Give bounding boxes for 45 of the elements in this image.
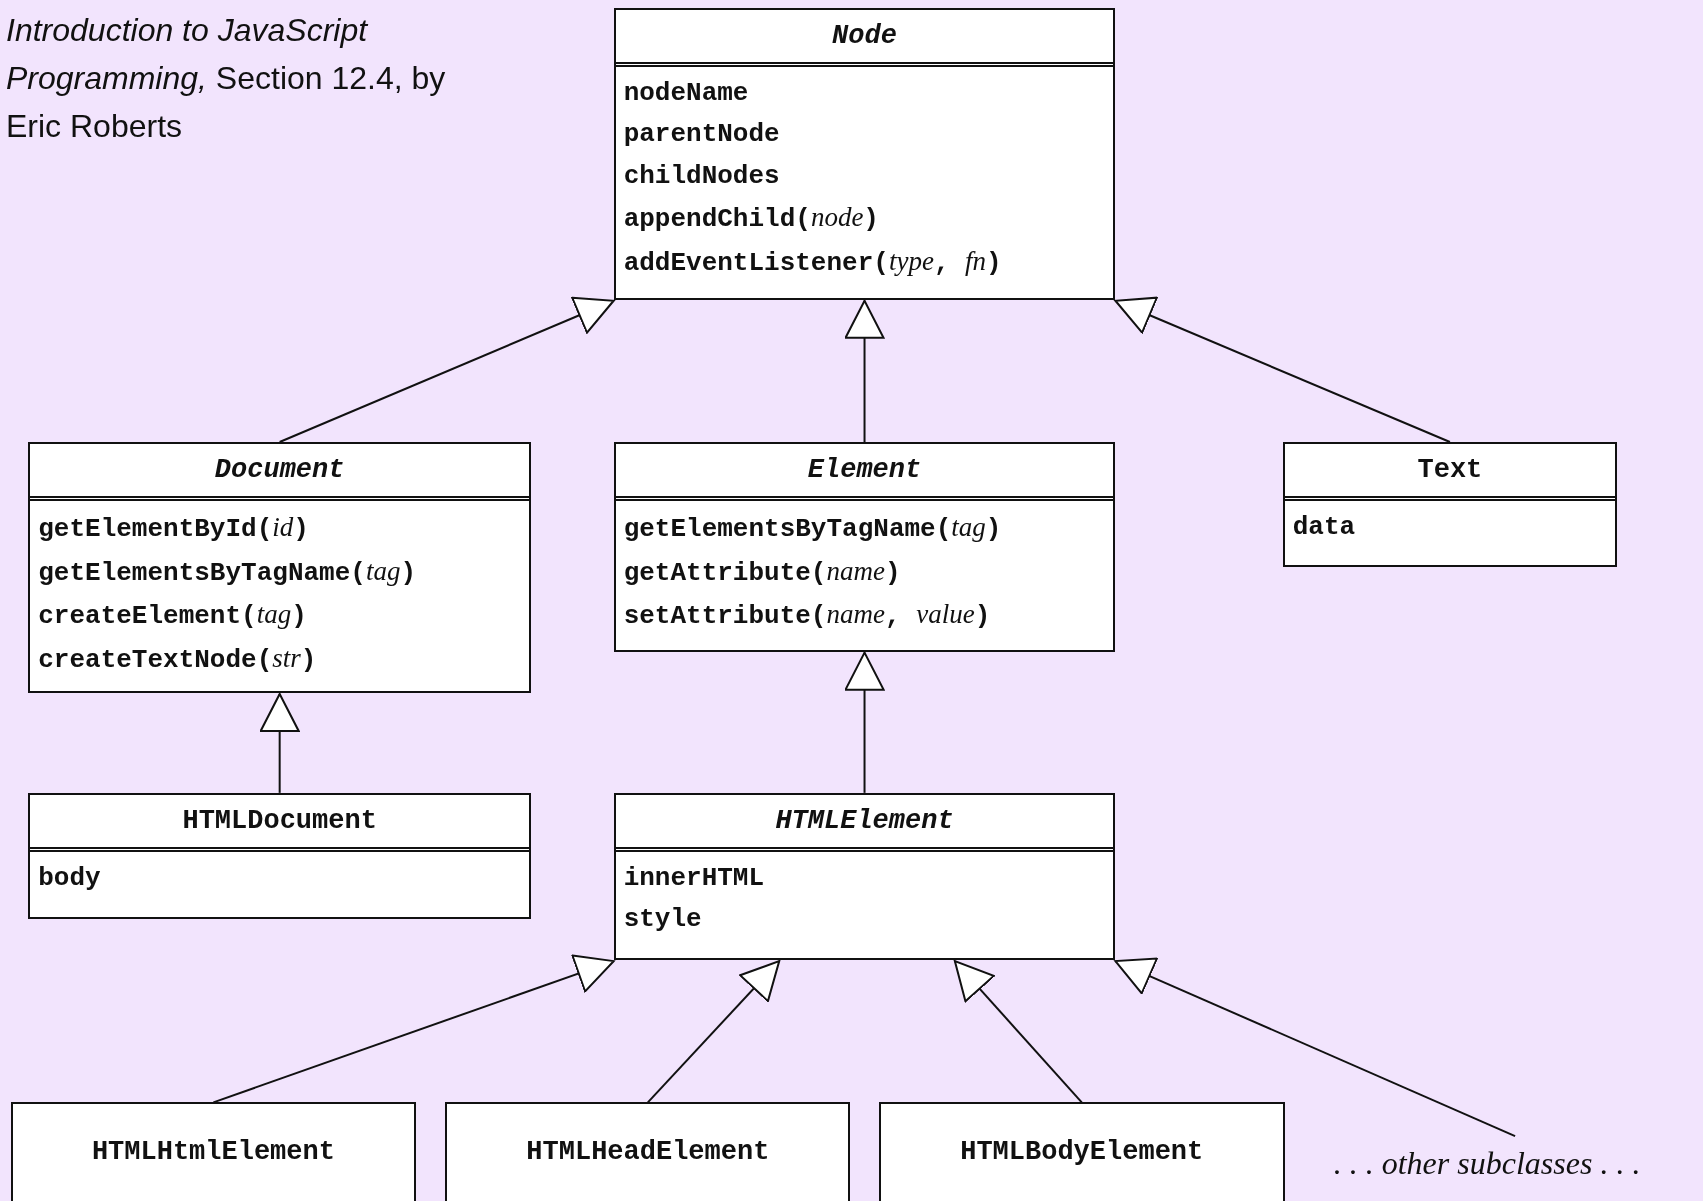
class-name: Element xyxy=(615,444,1114,502)
class-box xyxy=(613,7,1116,300)
class-member: style xyxy=(623,903,703,937)
subclass-note: . . . other subclasses . . . xyxy=(1333,1144,1641,1182)
class-box xyxy=(613,792,1116,961)
class-member: nodeName xyxy=(623,76,750,110)
source-note: Introduction to JavaScript Programming, Section 12.4, by Eric Roberts xyxy=(6,11,447,146)
class-member: getElementsByTagName(tag) xyxy=(623,511,1003,547)
class-member: innerHTML xyxy=(623,861,766,895)
class-member: appendChild(node) xyxy=(623,201,880,237)
class-member: data xyxy=(1292,511,1357,545)
class-member: getAttribute(name) xyxy=(623,554,902,590)
generalization-arrow xyxy=(953,960,1083,1104)
class-name: HTMLHtmlElement xyxy=(90,1136,336,1170)
class-name: Node xyxy=(615,9,1114,67)
generalization-arrow xyxy=(1114,296,1451,444)
class-box xyxy=(28,792,532,919)
class-box xyxy=(1282,442,1618,567)
class-member: createTextNode(str) xyxy=(38,641,318,677)
class-name: Text xyxy=(1284,444,1616,502)
class-name: HTMLElement xyxy=(615,794,1114,852)
class-member: addEventListener(type, fn) xyxy=(623,244,1003,280)
generalization-arrow xyxy=(1114,957,1517,1138)
class-name: HTMLBodyElement xyxy=(959,1136,1205,1170)
generalization-arrow xyxy=(259,692,300,794)
class-member: createElement(tag) xyxy=(38,598,308,634)
class-member: parentNode xyxy=(623,118,781,152)
class-box xyxy=(10,1102,416,1201)
generalization-arrow xyxy=(646,960,781,1104)
class-box xyxy=(878,1102,1285,1201)
class-member: body xyxy=(38,861,102,895)
class-name: HTMLHeadElement xyxy=(525,1136,771,1170)
generalization-arrow xyxy=(844,299,885,444)
class-box xyxy=(613,442,1116,652)
class-box xyxy=(445,1102,851,1201)
class-name: Document xyxy=(30,444,530,502)
class-member: childNodes xyxy=(623,159,781,193)
generalization-arrow xyxy=(278,296,615,444)
generalization-arrow xyxy=(212,954,615,1104)
class-member: getElementById(id) xyxy=(38,511,310,547)
class-member: getElementsByTagName(tag) xyxy=(38,554,417,590)
class-name: HTMLDocument xyxy=(30,794,530,852)
class-member: setAttribute(name, value) xyxy=(623,598,992,634)
class-box xyxy=(28,442,532,693)
generalization-arrow xyxy=(844,651,885,794)
